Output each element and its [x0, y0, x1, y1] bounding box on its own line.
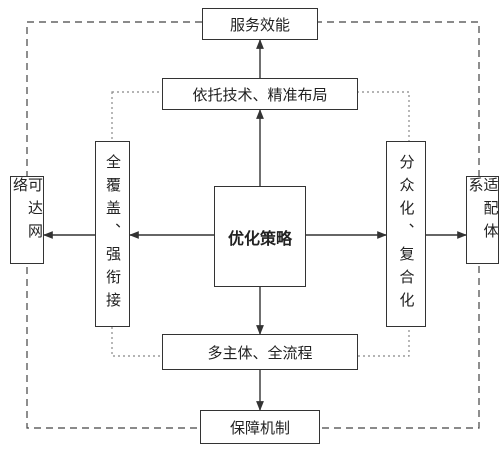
node-full-coverage: 全覆盖、强衔接: [95, 141, 130, 327]
node-rely-on-tech-label: 依托技术、精准布局: [192, 85, 328, 104]
node-rely-on-tech: 依托技术、精准布局: [162, 78, 358, 110]
node-multi-subject-label: 多主体、全流程: [207, 343, 313, 362]
node-optimization-strategy: 优化策略: [214, 186, 306, 287]
node-service-efficiency-label: 服务效能: [229, 15, 290, 34]
node-diversified-label: 分众化、复合化: [397, 153, 416, 315]
node-reachable-network: 可达网络: [10, 176, 44, 264]
node-multi-subject: 多主体、全流程: [162, 334, 358, 370]
node-reachable-network-label: 可达网络: [11, 177, 44, 246]
node-optimization-strategy-label: 优化策略: [227, 228, 292, 248]
node-adaptive-system: 适配体系: [466, 176, 500, 264]
node-guarantee-mechanism: 保障机制: [200, 410, 320, 444]
node-service-efficiency: 服务效能: [202, 8, 318, 40]
node-adaptive-system-label: 适配体系: [466, 177, 500, 246]
node-full-coverage-label: 全覆盖、强衔接: [104, 153, 122, 315]
node-diversified: 分众化、复合化: [386, 141, 426, 327]
node-guarantee-mechanism-label: 保障机制: [229, 418, 290, 437]
